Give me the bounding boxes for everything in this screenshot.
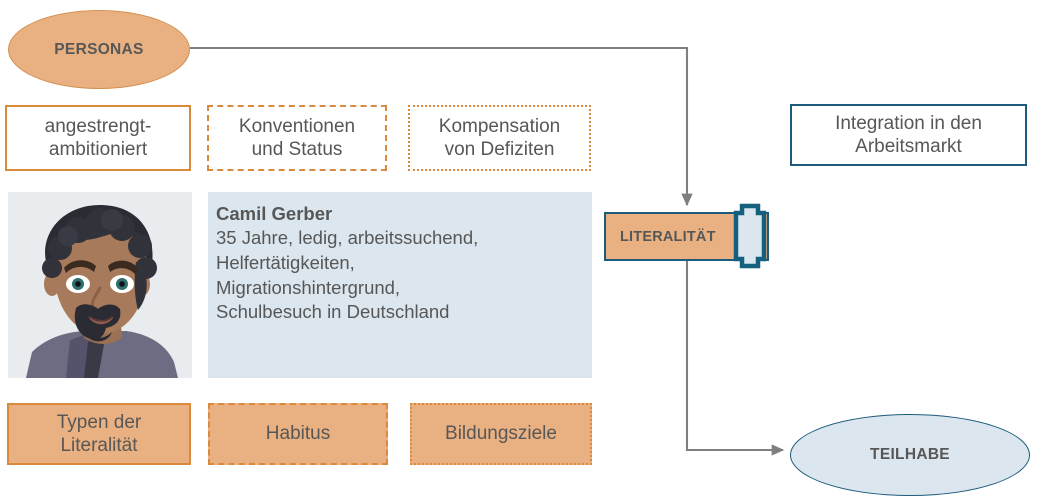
attribute-label: Typen der Literalität — [57, 411, 142, 457]
attribute-line-1: Typen der — [56, 411, 142, 433]
node-personas-label: PERSONAS — [54, 40, 144, 58]
attribute-box-typen-der-literalitaet[interactable]: Typen der Literalität — [7, 403, 191, 465]
attribute-label: Bildungsziele — [445, 423, 557, 445]
integration-line-1: Integration in den — [835, 112, 982, 134]
persona-avatar — [8, 192, 192, 378]
persona-info-card: Camil Gerber 35 Jahre, ledig, arbeitssuc… — [208, 192, 592, 378]
node-teilhabe[interactable]: TEILHABE — [790, 414, 1030, 496]
attribute-line-2: Literalität — [60, 435, 138, 456]
node-integration-label: Integration in den Arbeitsmarkt — [835, 112, 982, 158]
attribute-line-2: und Status — [251, 139, 343, 160]
integration-line-2: Arbeitsmarkt — [855, 136, 962, 157]
attribute-line-1: Kompensation — [438, 115, 561, 137]
attribute-line-2: von Defiziten — [444, 139, 555, 160]
node-teilhabe-label: TEILHABE — [870, 446, 950, 463]
attribute-line-2: ambitioniert — [48, 139, 148, 160]
book-bookmark-icon — [733, 203, 767, 269]
attribute-line-1: angestrengt- — [44, 115, 152, 137]
attribute-box-bildungsziele[interactable]: Bildungsziele — [410, 403, 592, 465]
attribute-box-kompensation-von-defiziten[interactable]: Kompensation von Defiziten — [408, 105, 591, 171]
attribute-label: Konventionen und Status — [239, 115, 355, 161]
node-integration-arbeitsmarkt[interactable]: Integration in den Arbeitsmarkt — [790, 104, 1027, 166]
attribute-box-angestrengt-ambitioniert[interactable]: angestrengt- ambitioniert — [5, 105, 191, 171]
attribute-box-habitus[interactable]: Habitus — [208, 403, 388, 465]
persona-description: 35 Jahre, ledig, arbeitssuchend, Helfert… — [216, 227, 479, 323]
avatar-illustration — [8, 192, 192, 378]
node-literalitaet-label: LITERALITÄT — [620, 228, 716, 245]
attribute-label: Kompensation von Defiziten — [439, 115, 560, 161]
attribute-label: Habitus — [265, 423, 331, 445]
node-personas[interactable]: PERSONAS — [8, 10, 190, 89]
attribute-line-1: Konventionen — [238, 115, 356, 137]
connector-literalitaet-to-teilhabe — [685, 261, 785, 456]
attribute-box-konventionen-und-status[interactable]: Konventionen und Status — [207, 105, 387, 171]
persona-name: Camil Gerber — [216, 203, 333, 224]
attribute-label: angestrengt- ambitioniert — [45, 115, 152, 161]
